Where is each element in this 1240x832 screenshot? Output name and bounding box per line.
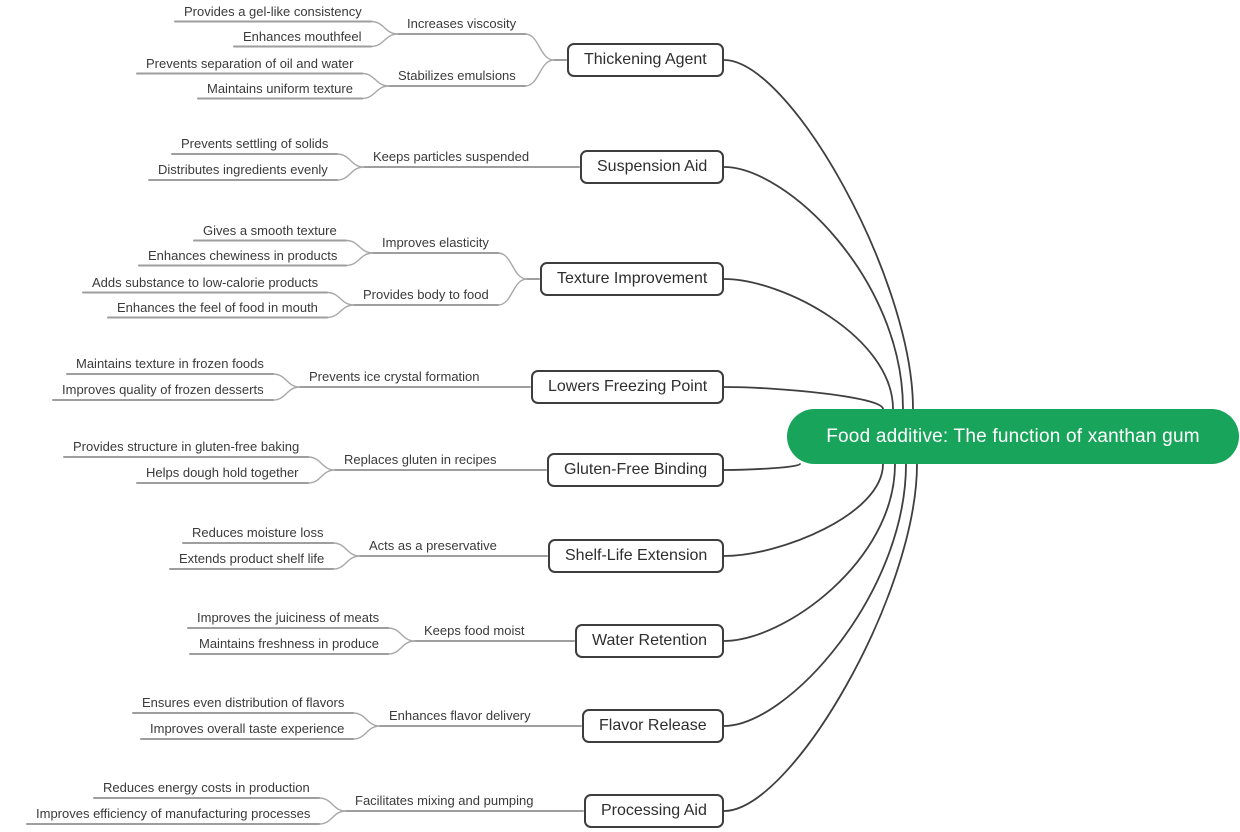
leaf-node-adds-substance-to-low-calorie-products[interactable]: Adds substance to low-calorie products bbox=[92, 274, 319, 290]
branch-curve bbox=[723, 59, 914, 410]
branch-node-facilitates-mixing-and-pumping[interactable]: Facilitates mixing and pumping bbox=[355, 793, 534, 808]
leaf-node-improves-the-juiciness-of-meats[interactable]: Improves the juiciness of meats bbox=[197, 610, 380, 625]
branch-node-acts-as-a-preservative[interactable]: Acts as a preservative bbox=[369, 538, 497, 553]
leaf-node-ensures-even-distribution-of-flavors[interactable]: Ensures even distribution of flavors bbox=[142, 695, 345, 710]
leaf-link bbox=[336, 166, 365, 181]
leaf-link bbox=[332, 555, 361, 570]
topic-node-processing-aid[interactable]: Processing Aid bbox=[584, 794, 724, 828]
sub-link bbox=[524, 59, 555, 87]
leaf-node-enhances-chewiness-in-products[interactable]: Enhances chewiness in products bbox=[148, 247, 338, 263]
branch-curve bbox=[723, 463, 896, 642]
branch-curve bbox=[723, 463, 801, 471]
leaf-node-improves-efficiency-of-manufacturing-processes[interactable]: Improves efficiency of manufacturing pro… bbox=[36, 806, 311, 821]
branch-curve bbox=[723, 463, 918, 812]
branch-curve bbox=[723, 463, 884, 557]
topic-node-lowers-freezing-point[interactable]: Lowers Freezing Point bbox=[531, 370, 725, 404]
branch-node-replaces-gluten-in-recipes[interactable]: Replaces gluten in recipes bbox=[344, 452, 497, 467]
sub-link bbox=[497, 252, 528, 280]
leaf-link bbox=[307, 469, 336, 484]
branch-curve bbox=[723, 166, 904, 410]
branch-node-keeps-food-moist[interactable]: Keeps food moist bbox=[424, 623, 525, 638]
branch-node-enhances-flavor-delivery[interactable]: Enhances flavor delivery bbox=[389, 708, 531, 723]
sub-link bbox=[524, 33, 555, 61]
topic-node-flavor-release[interactable]: Flavor Release bbox=[582, 709, 724, 743]
topic-node-thickening-agent[interactable]: Thickening Agent bbox=[567, 43, 724, 77]
branch-node-keeps-particles-suspended[interactable]: Keeps particles suspended bbox=[373, 149, 530, 164]
sub-link bbox=[497, 278, 528, 306]
branch-curve bbox=[723, 386, 884, 410]
leaf-node-improves-overall-taste-experience[interactable]: Improves overall taste experience bbox=[150, 721, 345, 736]
leaf-node-enhances-mouthfeel[interactable]: Enhances mouthfeel bbox=[243, 28, 362, 44]
leaf-link bbox=[387, 640, 416, 655]
leaf-link bbox=[370, 33, 399, 48]
topic-node-shelf-life-extension[interactable]: Shelf-Life Extension bbox=[548, 539, 725, 573]
leaf-link bbox=[352, 725, 381, 740]
leaf-link bbox=[318, 810, 347, 825]
leaf-node-prevents-separation-of-oil-and-water[interactable]: Prevents separation of oil and water bbox=[146, 55, 354, 71]
leaf-link bbox=[326, 304, 355, 319]
topic-node-water-retention[interactable]: Water Retention bbox=[575, 624, 725, 658]
leaf-node-improves-quality-of-frozen-desserts[interactable]: Improves quality of frozen desserts bbox=[62, 382, 264, 397]
branch-node-increases-viscosity[interactable]: Increases viscosity bbox=[407, 16, 517, 31]
leaf-node-reduces-energy-costs-in-production[interactable]: Reduces energy costs in production bbox=[103, 780, 310, 795]
leaf-node-maintains-texture-in-frozen-foods[interactable]: Maintains texture in frozen foods bbox=[76, 356, 264, 371]
leaf-link bbox=[361, 85, 390, 100]
branch-node-provides-body-to-food[interactable]: Provides body to food bbox=[363, 287, 489, 302]
leaf-link bbox=[345, 252, 374, 267]
topic-node-texture-improvement[interactable]: Texture Improvement bbox=[540, 262, 725, 296]
leaf-node-maintains-uniform-texture[interactable]: Maintains uniform texture bbox=[207, 80, 353, 96]
leaf-node-helps-dough-hold-together[interactable]: Helps dough hold together bbox=[146, 465, 299, 480]
branch-node-prevents-ice-crystal-formation[interactable]: Prevents ice crystal formation bbox=[309, 369, 480, 384]
branch-node-stabilizes-emulsions[interactable]: Stabilizes emulsions bbox=[398, 68, 516, 83]
leaf-node-maintains-freshness-in-produce[interactable]: Maintains freshness in produce bbox=[199, 636, 379, 651]
topic-node-suspension-aid[interactable]: Suspension Aid bbox=[580, 150, 725, 184]
branch-curve bbox=[723, 463, 907, 727]
leaf-node-distributes-ingredients-evenly[interactable]: Distributes ingredients evenly bbox=[158, 162, 328, 177]
topic-node-gluten-free-binding[interactable]: Gluten-Free Binding bbox=[547, 453, 725, 487]
leaf-node-provides-a-gel-like-consistency[interactable]: Provides a gel-like consistency bbox=[184, 3, 362, 19]
leaf-node-enhances-the-feel-of-food-in-mouth[interactable]: Enhances the feel of food in mouth bbox=[117, 299, 318, 315]
branch-curve bbox=[723, 278, 894, 410]
leaf-link bbox=[272, 386, 301, 401]
leaf-node-gives-a-smooth-texture[interactable]: Gives a smooth texture bbox=[203, 222, 337, 238]
leaf-node-reduces-moisture-loss[interactable]: Reduces moisture loss bbox=[192, 525, 324, 540]
leaf-node-prevents-settling-of-solids[interactable]: Prevents settling of solids bbox=[181, 136, 329, 151]
branch-node-improves-elasticity[interactable]: Improves elasticity bbox=[382, 235, 489, 250]
leaf-node-extends-product-shelf-life[interactable]: Extends product shelf life bbox=[179, 551, 325, 566]
leaf-node-provides-structure-in-gluten-free-baking[interactable]: Provides structure in gluten-free baking bbox=[73, 439, 300, 454]
root-node[interactable]: Food additive: The function of xanthan g… bbox=[787, 409, 1239, 464]
